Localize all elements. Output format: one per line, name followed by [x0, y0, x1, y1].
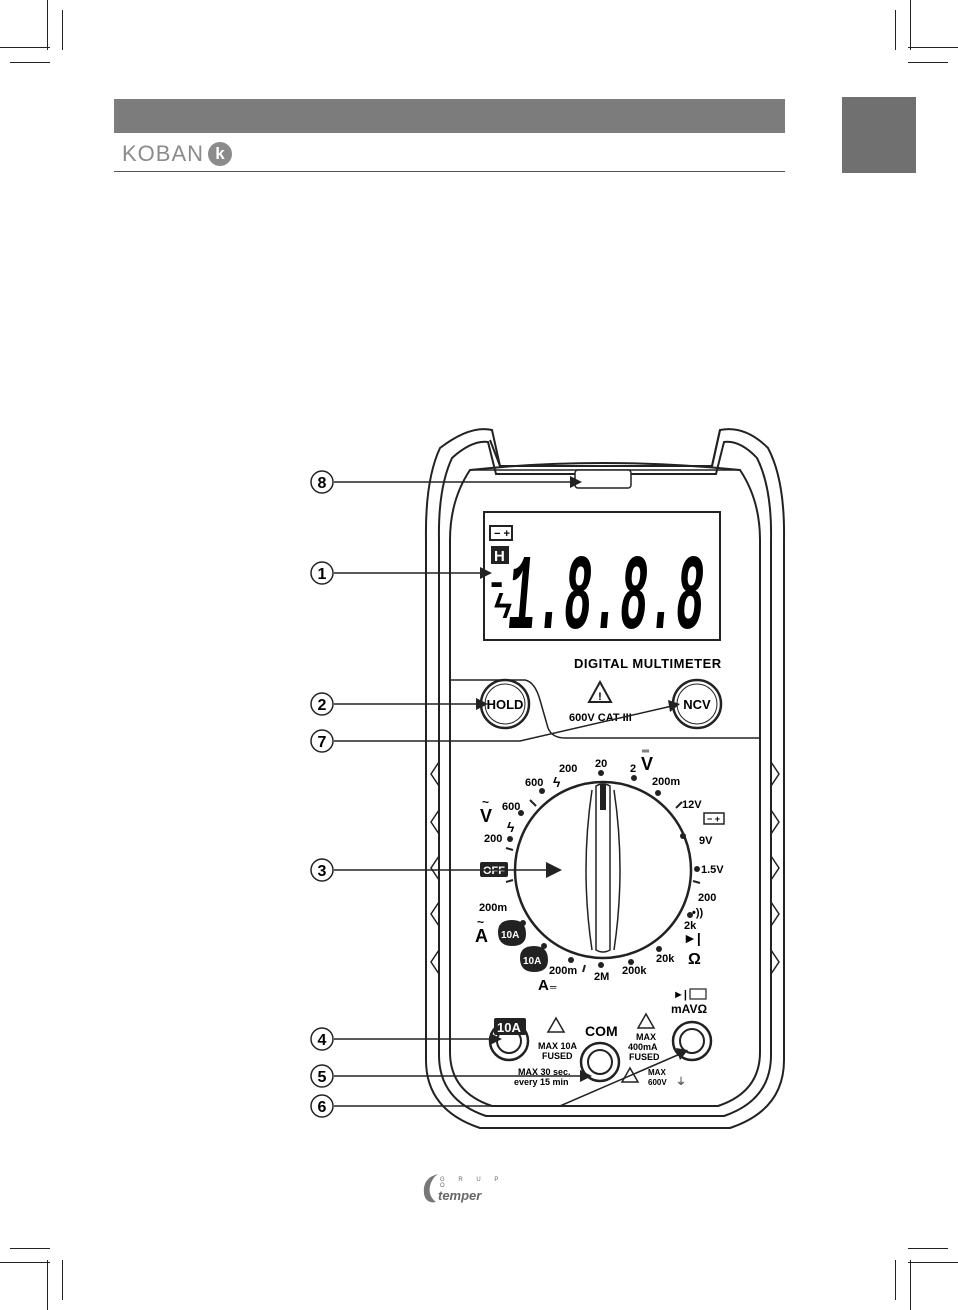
dial-label: 200: [559, 763, 577, 775]
jack-10a-fused: FUSED: [542, 1051, 573, 1061]
dc-symbol-icon: ═: [641, 746, 650, 757]
svg-text:8: 8: [318, 475, 327, 492]
dial-label: 200: [698, 892, 716, 904]
ground-icon: ⏚: [676, 1076, 686, 1088]
dial-label: 600: [502, 801, 520, 813]
jack-mav-warning: FUSED: [629, 1052, 660, 1062]
dc-symbol-icon: ═: [549, 982, 557, 992]
dial-label: 200k: [622, 965, 647, 977]
lcd-digits: 1.8.8.8: [508, 539, 704, 661]
jack-max-voltage: 600V: [648, 1078, 667, 1087]
battery-icon: [690, 989, 706, 999]
jack-mav-label: mAVΩ: [671, 1002, 707, 1016]
dial-label: 1.5V: [701, 864, 724, 876]
unit-vac: V: [480, 806, 492, 826]
dial-label: 200: [484, 833, 502, 845]
battery-icon-glyph: − +: [707, 814, 720, 824]
dial-label: 20k: [656, 953, 675, 965]
unit-ohm: Ω: [688, 951, 701, 968]
jack-10a-label: 10A: [497, 1020, 521, 1035]
dial-pointer: [600, 784, 606, 810]
svg-text:2: 2: [318, 697, 327, 714]
diode-icon: ►|: [683, 930, 701, 946]
unit-aac: A: [475, 926, 488, 946]
dial-label: 2: [630, 763, 636, 775]
ac-symbol-icon: ~: [477, 915, 484, 929]
svg-text:7: 7: [318, 734, 327, 751]
footer-name: temper: [438, 1188, 481, 1203]
hold-button[interactable]: HOLD: [481, 680, 529, 728]
hold-button-label: HOLD: [487, 697, 524, 712]
dial-label: 20: [595, 758, 607, 770]
off-label: OFF: [483, 865, 505, 877]
dial-label: 2M: [594, 971, 609, 983]
badge-10a-label: 10A: [501, 930, 519, 941]
jack-com-label: COM: [585, 1023, 618, 1039]
lightning-icon: ϟ: [553, 774, 561, 790]
jack-com-note: every 15 min: [514, 1077, 569, 1087]
jack-mav-warning: 400mA: [628, 1042, 658, 1052]
warning-icon: [548, 1018, 564, 1032]
ncv-button[interactable]: NCV: [673, 680, 721, 728]
device-title: DIGITAL MULTIMETER: [574, 656, 722, 671]
svg-text:3: 3: [318, 863, 327, 880]
dial-label: 200m: [479, 902, 507, 914]
lightning-icon: ϟ: [507, 819, 515, 835]
warning-icon-mark: !: [598, 691, 602, 703]
dial-label: 12V: [682, 799, 702, 811]
footer-logo: G R U P O temper: [418, 1170, 508, 1210]
jack-10a-warning: MAX 10A: [538, 1041, 578, 1051]
unit-adc: A: [538, 977, 549, 994]
buzzer-icon: •)): [692, 907, 704, 919]
diode-icon: ►|: [673, 989, 687, 1001]
warning-icon: [638, 1014, 654, 1028]
ncv-button-label: NCV: [683, 697, 711, 712]
callout-4: 4: [311, 1028, 502, 1050]
unit-vdc: V: [641, 754, 653, 774]
ac-symbol-icon: ~: [482, 795, 489, 809]
badge-10a-label: 10A: [523, 956, 541, 967]
dial-label: 200m: [652, 776, 680, 788]
ncv-sensor: [575, 470, 631, 488]
dial-label: 9V: [699, 835, 713, 847]
dial-label: 600: [525, 777, 543, 789]
badge-10a-ac: 10A: [498, 920, 526, 946]
callout-1: 1: [311, 562, 492, 584]
callout-2: 2: [311, 693, 488, 715]
svg-text:6: 6: [318, 1099, 327, 1116]
svg-text:5: 5: [318, 1069, 327, 1086]
jack-max-voltage: MAX: [648, 1068, 666, 1077]
svg-text:1: 1: [318, 566, 327, 583]
dial-label: 200m: [549, 965, 577, 977]
svg-text:4: 4: [318, 1032, 327, 1049]
jack-mav-warning: MAX: [636, 1032, 656, 1042]
badge-10a-dc: 10A: [520, 946, 548, 972]
